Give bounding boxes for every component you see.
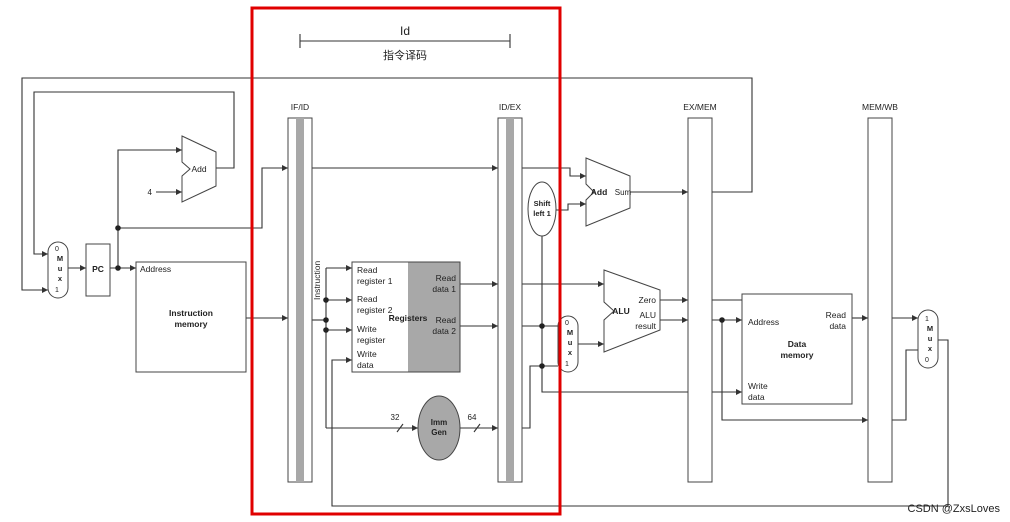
register-file [351, 261, 461, 373]
junction-dots [115, 225, 725, 369]
read-data-1-a: Read [436, 273, 457, 283]
dmem-title-2: memory [780, 350, 813, 360]
pc-adder [181, 135, 217, 203]
svg-text:u: u [928, 334, 933, 343]
imem-title-2: memory [174, 319, 207, 329]
ex-mem-register [687, 117, 713, 483]
shift-label-1: Shift [534, 199, 551, 208]
data-memory [741, 293, 853, 405]
imm-gen-label-2: Gen [431, 428, 447, 437]
read-register-1-a: Read [357, 265, 378, 275]
id-ex-label: ID/EX [499, 102, 522, 112]
imem-address-label: Address [140, 264, 171, 274]
alu-zero: Zero [639, 295, 657, 305]
branch-adder [585, 157, 631, 227]
dmem-write-data-2: data [748, 392, 765, 402]
svg-text:M: M [927, 324, 933, 333]
pc-label: PC [92, 264, 104, 274]
imm-gen [417, 395, 461, 461]
svg-text:0: 0 [55, 246, 59, 253]
read-register-2-a: Read [357, 294, 378, 304]
mem-wb-register [867, 117, 893, 483]
id-stage-highlight [250, 6, 562, 516]
writeback-mux: 1 M u x 0 [917, 309, 939, 369]
bus-width-in: 32 [391, 413, 400, 422]
svg-text:M: M [57, 254, 63, 263]
alu-result-1: ALU [639, 310, 656, 320]
svg-text:0: 0 [565, 320, 569, 327]
dmem-read-data-1: Read [826, 310, 847, 320]
svg-text:0: 0 [925, 357, 929, 364]
write-register-b: register [357, 335, 386, 345]
dmem-read-data-2: data [829, 321, 846, 331]
bus-width-tick-in [396, 423, 404, 433]
watermark: CSDN @ZxsLoves [908, 503, 1001, 515]
read-register-2-b: register 2 [357, 305, 393, 315]
pc-box [85, 243, 111, 297]
svg-text:x: x [928, 344, 933, 353]
alu-src-mux: 0 M u x 1 [557, 315, 579, 373]
write-data-b: data [357, 360, 374, 370]
svg-text:u: u [58, 264, 63, 273]
id-ex-register [497, 117, 523, 483]
dmem-write-data-1: Write [748, 381, 768, 391]
read-data-2-b: data 2 [432, 326, 456, 336]
branch-adder-sum: Sum [615, 188, 632, 197]
write-data-a: Write [357, 349, 377, 359]
instruction-bus-label: Instruction [312, 261, 322, 300]
svg-text:1: 1 [565, 361, 569, 368]
svg-text:x: x [568, 348, 573, 357]
shift-left-1 [527, 181, 557, 237]
dmem-title-1: Data [788, 339, 807, 349]
stage-title: Id [400, 24, 410, 38]
read-data-1-b: data 1 [432, 284, 456, 294]
alu [603, 269, 661, 353]
stage-subtitle: 指令译码 [383, 48, 427, 62]
svg-text:1: 1 [925, 316, 929, 323]
branch-adder-label: Add [591, 187, 608, 197]
if-id-register [287, 117, 313, 483]
dmem-address: Address [748, 317, 779, 327]
bus-width-tick-out [473, 423, 481, 433]
svg-text:M: M [567, 328, 573, 337]
arrowheads [42, 147, 918, 431]
instruction-memory [135, 261, 247, 373]
bus-width-out: 64 [468, 413, 477, 422]
read-register-1-b: register 1 [357, 276, 393, 286]
imm-gen-label-1: Imm [431, 418, 447, 427]
read-data-2-a: Read [436, 315, 457, 325]
alu-result-2: result [635, 321, 656, 331]
write-register-a: Write [357, 324, 377, 334]
svg-text:u: u [568, 338, 573, 347]
svg-text:x: x [58, 274, 63, 283]
const-four: 4 [148, 188, 153, 197]
svg-text:1: 1 [55, 287, 59, 294]
mem-wb-label: MEM/WB [862, 102, 898, 112]
registers-title: Registers [389, 313, 428, 323]
pc-adder-label: Add [191, 164, 206, 174]
if-id-label: IF/ID [291, 102, 309, 112]
imem-title-1: Instruction [169, 308, 213, 318]
ex-mem-label: EX/MEM [683, 102, 717, 112]
stage-bracket [299, 34, 511, 48]
shift-label-2: left 1 [533, 209, 551, 218]
alu-label: ALU [612, 306, 629, 316]
pc-mux: 0 M u x 1 [47, 241, 69, 299]
